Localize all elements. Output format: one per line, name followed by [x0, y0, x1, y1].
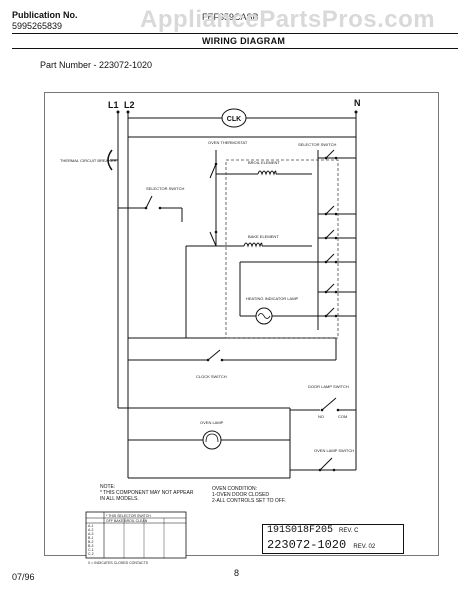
table-row-label: B-1 — [88, 536, 94, 540]
table-footnote: X = INDICATES CLOSED CONTACTS — [88, 561, 149, 565]
watermark: AppliancePartsPros.com — [140, 6, 436, 33]
selector-switch-top-label: SELECTOR SWITCH — [298, 142, 336, 147]
l1-label: L1 — [108, 100, 119, 110]
l2-label: L2 — [124, 100, 135, 110]
publication-label: Publication No. — [12, 10, 78, 20]
serial-line1: 191S018F205 REV. C — [267, 525, 358, 536]
table-header: * THIS SELECTOR SWITCH — [106, 514, 151, 518]
door-lamp-switch-label: DOOR LAMP SWITCH — [308, 384, 349, 389]
serial-rev2: REV. 02 — [353, 544, 376, 550]
footer-date: 07/96 — [12, 572, 35, 582]
header-rule-top — [12, 33, 458, 34]
oven-thermostat-label: OVEN THERMOSTAT — [208, 140, 248, 145]
table-row-label: B-3 — [88, 544, 94, 548]
part-number: Part Number - 223072-1020 — [40, 60, 153, 70]
no-tag: NO — [318, 414, 324, 419]
table-row-label: A-2 — [88, 528, 94, 532]
table-row-label: A-1 — [88, 524, 94, 528]
table-row-label: A-3 — [88, 532, 94, 536]
oven-condition-block: OVEN CONDITION: 1-OVEN DOOR CLOSED 2-ALL… — [212, 486, 286, 504]
n-label: N — [354, 98, 361, 108]
indicator-lamp-label: HEATING INDICATOR LAMP — [246, 296, 299, 301]
notes-block: NOTE: * THIS COMPONENT MAY NOT APPEAR IN… — [100, 484, 193, 502]
page-title: WIRING DIAGRAM — [202, 36, 286, 46]
table-subheader: OFF BAKE BROIL CLEAN — [106, 519, 148, 523]
broil-element-label: BROIL ELEMENT — [248, 160, 280, 165]
oven-condition-title: OVEN CONDITION: — [212, 486, 258, 492]
selector-switch-left-label: SELECTOR SWITCH — [146, 186, 184, 191]
switch-contact-table: * THIS SELECTOR SWITCH OFF BAKE BROIL CL… — [85, 511, 187, 565]
bake-element-icon — [243, 242, 263, 248]
oven-lamp-label: OVEN LAMP — [200, 420, 224, 425]
table-row-label: B-2 — [88, 540, 94, 544]
notes-line2: IN ALL MODELS. — [100, 496, 139, 502]
serial-rev1: REV. C — [339, 528, 359, 534]
publication-block: Publication No. 5995265839 — [12, 10, 78, 32]
thermal-breaker-icon — [107, 149, 113, 171]
publication-number: 5995265839 — [12, 21, 63, 31]
table-row-label: C-2 — [88, 552, 94, 556]
notes-title: NOTE: — [100, 484, 116, 490]
page-number: 8 — [234, 568, 240, 578]
notes-line1: * THIS COMPONENT MAY NOT APPEAR — [100, 490, 194, 496]
serial-part: 223072-1020 — [267, 538, 347, 552]
serial-line2: 223072-1020 REV. 02 — [267, 538, 375, 552]
appliance-dashed-boundary — [225, 159, 339, 339]
clock-label: CLK — [227, 116, 241, 123]
broil-element-icon — [257, 170, 277, 176]
com-tag: COM — [338, 414, 347, 419]
model-number: FEF359CASB — [202, 12, 259, 22]
oven-lamp-switch-label: OVEN LAMP SWITCH — [314, 448, 354, 453]
serial-code: 191S018F205 — [267, 525, 334, 536]
bake-element-label: BAKE ELEMENT — [248, 234, 279, 239]
table-row-label: C-1 — [88, 548, 94, 552]
oven-condition-line1: 1-OVEN DOOR CLOSED — [212, 492, 269, 498]
diagram-frame — [44, 92, 439, 556]
oven-condition-line2: 2-ALL CONTROLS SET TO OFF. — [212, 498, 286, 504]
serial-box — [262, 524, 404, 554]
header-rule-bottom — [12, 48, 458, 49]
thermal-breaker-label: THERMAL CIRCUIT BREAKER — [60, 158, 117, 163]
clock-switch-label: CLOCK SWITCH — [196, 374, 227, 379]
clock-icon — [221, 108, 247, 128]
